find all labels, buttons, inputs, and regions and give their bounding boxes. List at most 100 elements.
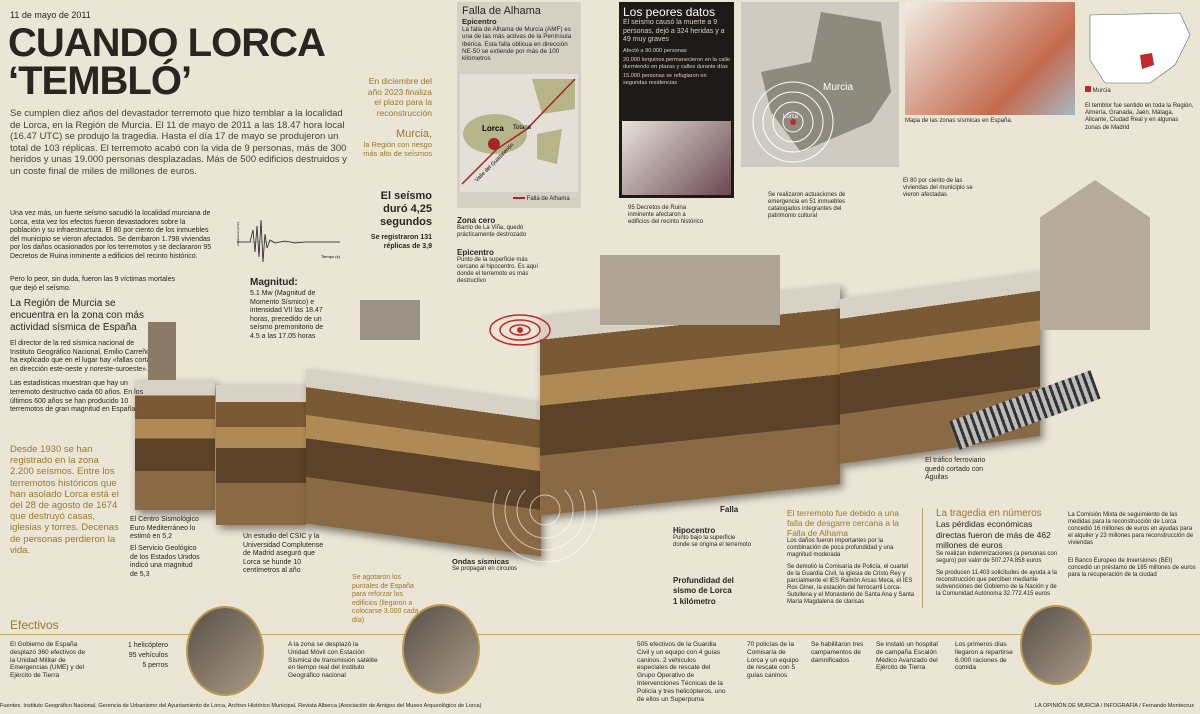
magnitude-text: 5.1 Mw (Magnitud de Momento Sísmico) e i… — [250, 290, 324, 340]
title-line-1: CUANDO LORCA — [8, 21, 326, 65]
bell-tower-illustration — [1040, 180, 1150, 330]
risk-title: Murcia, — [395, 128, 432, 140]
ondas-block: Ondas sísmicas Se propagan en círculos — [452, 557, 522, 573]
rail-text: El tráfico ferroviario quedó cortado con… — [925, 457, 986, 481]
risk-block: Murcia, la Región con riesgo más alto de… — [360, 128, 432, 158]
ground-block-5 — [840, 270, 1040, 465]
fault-map: Lorca Totana Valle del Guadalentín — [460, 74, 578, 192]
totana-label: Totana — [513, 125, 532, 131]
map-lorca-label: Lorca — [783, 114, 799, 120]
efectivos-title: Efectivos — [10, 618, 59, 632]
viviendas-text: El 80 por ciento de las viviendas del mu… — [903, 178, 973, 198]
duration-text: El seísmo duró 4,25 segundos — [380, 190, 432, 228]
region-p2: Las estadísticas muestran que hay un ter… — [10, 380, 144, 414]
intro-text: Se cumplen diez años del devastador terr… — [10, 108, 347, 177]
efectivos-item: 1 helicóptero 95 vehículos 5 perros — [127, 642, 168, 669]
worst-item: Afectó a 90.000 personas — [623, 47, 687, 54]
risk-text: la Región con riesgo más alto de seísmos — [363, 140, 432, 158]
reconstruction-text: En diciembre del año 2023 finaliza el pl… — [367, 76, 432, 118]
fault-legend: Falla de Alhama — [513, 196, 570, 202]
usgs-text: El Servicio Geológico de los Estados Uni… — [130, 545, 200, 578]
fault-map-title: Falla de Alhama — [462, 5, 541, 17]
region-p1: El director de la red sísmica nacional d… — [10, 340, 154, 373]
emsc-text: El Centro Sismológico Euro Mediterráneo … — [130, 516, 199, 541]
seismic-waves-illustration — [492, 490, 598, 563]
seismogram-ylabel: Aceleración (m/s²) — [236, 222, 240, 246]
fault-map-subtitle: Epicentro — [462, 17, 497, 26]
depth-title: Profundidad del sismo de Lorca — [673, 576, 734, 595]
efectivos-item: 505 efectivos de la Guardia Civil y un e… — [637, 641, 726, 703]
numbers-lead: Las pérdidas económicas directas fueron … — [936, 519, 1051, 550]
page-title: CUANDO LORCA ‘TEMBLÓ’ — [8, 21, 326, 103]
tower-ruin-illustration — [148, 322, 176, 380]
ground-block-tower — [135, 380, 215, 510]
zona-cero-text: Barrio de La Viña, quedó prácticamente d… — [457, 225, 527, 238]
aftershocks-text: Se registraron 131 réplicas de 3,9 — [370, 234, 432, 250]
ruined-building-illustration — [360, 300, 420, 340]
murcia-label: Murcia — [823, 82, 853, 93]
region-block: La Región de Murcia se encuentra en la z… — [10, 298, 155, 415]
seismogram-xlabel: Tiempo (s) — [321, 254, 341, 259]
falla-label: Falla — [720, 505, 739, 514]
locator-text: El temblor fue sentido en toda la Región… — [1085, 103, 1194, 131]
efectivos-item: Los primeros días llegaron a repartirse … — [955, 641, 1013, 672]
numbers-p3: La Comisión Mixta de seguimiento de las … — [1068, 512, 1194, 546]
refugees-photo — [1020, 605, 1092, 685]
cause-block: El terremoto fue debido a una falla de d… — [787, 508, 915, 606]
ground-block-2 — [216, 385, 306, 525]
murcia-map: Murcia Lorca — [741, 2, 899, 167]
zona-cero-block: Zona cero Barrio de La Viña, quedó práct… — [457, 216, 537, 239]
history-text: Desde 1930 se han registrado en la zona … — [10, 444, 119, 556]
efectivos-item: Se habilitaron tres campamentos de damni… — [811, 641, 864, 664]
church-ruin-illustration — [600, 255, 780, 325]
spain-locator-map — [1089, 12, 1191, 84]
body-text-2: Pero lo peor, sin duda, fueron las 9 víc… — [10, 276, 175, 292]
hipocentro-block: Hipocentro Punto bajo la superficie dond… — [673, 526, 753, 549]
divider — [922, 508, 923, 608]
worst-title: Los peores datos — [623, 5, 716, 19]
epicentro-text: Punto de la superficie más cercano al hi… — [457, 257, 539, 284]
efectivos-rule — [0, 634, 1200, 635]
props-text: Se agotaron los puntales de España para … — [352, 574, 419, 624]
red-cross-photo — [622, 121, 731, 195]
sources-text: Fuentes. Instituto Geográfico Nacional, … — [0, 703, 482, 709]
cause-p2: Se demolió la Comisaría de Policía, el c… — [787, 564, 915, 605]
credit-text: LA OPINIÓN DE MURCIA / INFOGRAFÍA / Fern… — [1034, 703, 1194, 709]
cause-title: El terremoto fue debido a una falla de d… — [787, 508, 899, 538]
depth-value: 1 kilómetro — [673, 597, 716, 606]
efectivos-item: 70 policías de la Comisaría de Lorca y u… — [747, 641, 799, 680]
worst-data-panel: Los peores datos El seísmo causó la muer… — [619, 2, 734, 198]
lorca-marker — [488, 138, 500, 150]
guardia-civil-photo — [402, 604, 480, 694]
efectivos-item: El Gobierno de España desplazó 360 efect… — [10, 641, 86, 680]
seismogram-chart: Aceleración (m/s²) Tiempo (s) — [236, 219, 341, 263]
fault-map-text: La falla de Alhama de Murcia (AMF) es un… — [462, 26, 572, 63]
fault-line — [461, 78, 576, 185]
region-title: La Región de Murcia se encuentra en la z… — [10, 298, 144, 333]
worst-item: 20.000 lorquinos permanecieron en la cal… — [623, 57, 730, 70]
ruina-text: 95 Decretos de Ruina inminente afectaron… — [628, 205, 704, 225]
worst-lead: El seísmo causó la muerte a 9 personas, … — [623, 19, 725, 43]
locator-legend-label: Murcia — [1092, 88, 1111, 94]
title-line-2: ‘TEMBLÓ’ — [8, 59, 192, 103]
zona-cero-title: Zona cero — [457, 216, 496, 225]
cause-p1: Los daños fueron importantes por la comb… — [787, 538, 894, 558]
magnitude-title: Magnitud: — [250, 277, 298, 288]
seismogram-trace — [237, 219, 340, 263]
actuaciones-text: Se realizaron actuaciones de emergencia … — [768, 192, 846, 219]
lorca-label: Lorca — [482, 124, 504, 133]
body-text-1: Una vez más, un fuerte seísmo sacudió la… — [10, 210, 212, 260]
hipocentro-text: Punto bajo la superficie donde se origin… — [673, 535, 752, 548]
date: 11 de mayo de 2011 — [10, 10, 91, 20]
numbers-title: La tragedia en números — [936, 508, 1042, 519]
epicenter-rings — [489, 314, 551, 346]
numbers-block: La tragedia en números Las pérdidas econ… — [936, 508, 1061, 598]
epicentro-title: Epicentro — [457, 248, 494, 257]
csic-text: Un estudio del CSIC y la Universidad Com… — [243, 533, 324, 575]
epicentro-block: Epicentro Punto de la superficie más cer… — [457, 248, 542, 285]
ume-photo — [186, 606, 264, 696]
ondas-title: Ondas sísmicas — [452, 557, 510, 566]
worst-item: 15.000 personas se refugiaron en segunda… — [623, 73, 707, 86]
numbers-p2: Se producen 11.403 solicitudes de ayuda … — [936, 569, 1057, 597]
fault-map-panel: Falla de Alhama Epicentro La falla de Al… — [457, 2, 581, 208]
